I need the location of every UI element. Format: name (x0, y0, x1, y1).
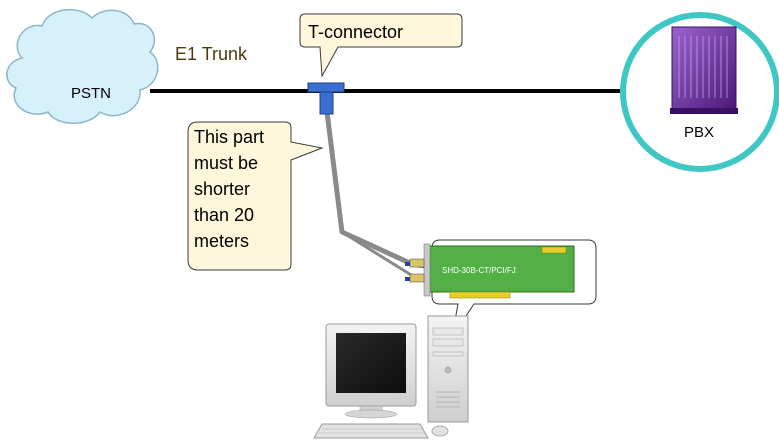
pbx-label: PBX (684, 124, 714, 141)
card-led-2 (405, 277, 410, 281)
t-connector-callout: T-connector (299, 13, 463, 78)
card-port-2 (409, 273, 425, 283)
t-connector-bar (307, 82, 345, 93)
monitor-screen (336, 333, 406, 393)
card-led-1 (405, 262, 410, 266)
e1-trunk-label: E1 Trunk (175, 44, 248, 64)
card-gold-fingers (449, 291, 511, 299)
distance-note-line-1: This part (194, 127, 264, 147)
t-connector-callout-box (299, 13, 463, 78)
mouse (431, 425, 449, 437)
tower-drive-3 (432, 351, 464, 357)
tower-vent (436, 391, 460, 408)
keyboard (313, 423, 429, 439)
distance-note-line-3: shorter (194, 179, 250, 199)
monitor-stand (344, 409, 398, 419)
card-port-1 (409, 258, 425, 268)
distance-note: This part must be shorter than 20 meters (187, 121, 324, 271)
distance-note-line-5: meters (194, 231, 249, 251)
distance-note-box (187, 121, 324, 271)
keyboard-keys (319, 428, 425, 434)
card-label: SHD-30B-CT/PCI/FJ (442, 266, 516, 275)
t-connector (307, 82, 345, 115)
computer (313, 315, 469, 439)
distance-note-line-2: must be (194, 153, 258, 173)
pbx: PBX (620, 12, 779, 172)
pstn-cloud: PSTN (6, 8, 159, 124)
pstn-label: PSTN (71, 85, 111, 102)
t-connector-stem (319, 91, 334, 115)
pbx-base (670, 108, 738, 114)
tap-cable-2 (341, 230, 426, 281)
pbx-slots (678, 36, 728, 98)
t-connector-label: T-connector (308, 22, 403, 42)
tower-drive-1 (432, 327, 464, 336)
distance-note-line-4: than 20 (194, 205, 254, 225)
pbx-cabinet (671, 26, 737, 110)
tap-cable (324, 111, 426, 269)
tower-drive-2 (432, 338, 464, 347)
tower-power-button (444, 366, 452, 374)
interface-card: SHD-30B-CT/PCI/FJ (405, 243, 575, 299)
cloud-shape (6, 8, 159, 124)
card-top-component (541, 246, 567, 254)
card-bracket (423, 243, 431, 297)
